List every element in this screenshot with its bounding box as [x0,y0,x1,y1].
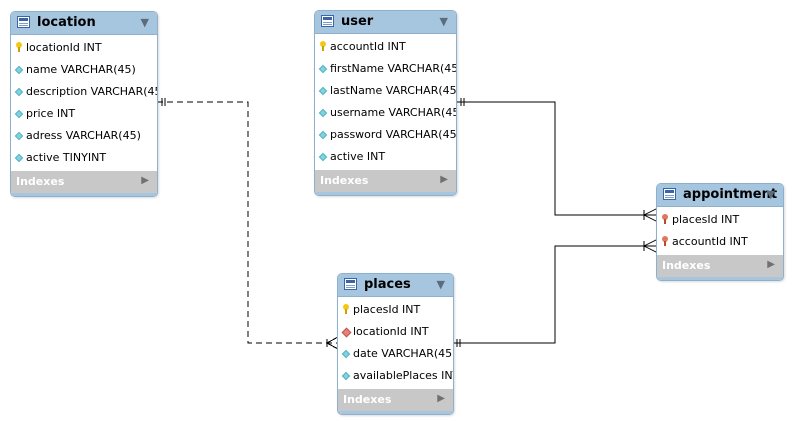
indexes-section[interactable]: Indexes ▶ [338,389,453,411]
expand-arrow-icon[interactable]: ▶ [440,174,448,185]
column-label: locationId INT [353,325,429,338]
table-header[interactable]: appointment ▼ [657,184,783,207]
expand-arrow-icon[interactable]: ▶ [437,393,445,404]
column-row[interactable]: active INT [315,146,456,168]
column-label: active TINYINT [26,151,107,164]
column-label: placesId INT [353,303,421,316]
column-row[interactable]: username VARCHAR(45) [315,102,456,124]
table-footer [11,193,157,196]
column-row[interactable]: description VARCHAR(45) [11,81,157,103]
relationship-user-appointment[interactable] [456,98,657,222]
column-row[interactable]: password VARCHAR(45) [315,124,456,146]
collapse-arrow-icon[interactable]: ▼ [766,188,775,201]
indexes-label: Indexes [662,259,711,272]
primary-key-icon [16,42,22,52]
column-label: description VARCHAR(45) [26,85,158,98]
table-name: user [341,14,374,29]
indexes-label: Indexes [343,393,392,406]
column-label: active INT [330,150,386,163]
column-label: locationId INT [26,41,102,54]
column-label: price INT [26,107,76,120]
column-label: accountId INT [330,40,406,53]
table-places[interactable]: places ▼ placesId INT locationId INT dat… [337,273,454,415]
indexes-label: Indexes [16,175,65,188]
relationship-location-places[interactable] [157,98,339,350]
relationship-places-appointment[interactable] [453,239,657,347]
table-user[interactable]: user ▼ accountId INT firstName VARCHAR(4… [314,10,457,196]
column-row[interactable]: active TINYINT [11,147,157,169]
table-icon [663,188,676,200]
primary-key-icon [343,304,349,314]
column-label: username VARCHAR(45) [330,106,457,119]
column-icon [318,152,328,162]
column-icon [318,130,328,140]
expand-arrow-icon[interactable]: ▶ [141,175,149,186]
foreign-key-column-icon [341,327,352,338]
column-icon [14,153,24,163]
collapse-arrow-icon[interactable]: ▼ [439,15,448,28]
table-appointment[interactable]: appointment ▼ placesId INT accountId INT… [656,183,784,281]
table-footer [657,277,783,280]
foreign-primary-key-icon [662,236,668,246]
column-row[interactable]: name VARCHAR(45) [11,59,157,81]
column-icon [318,108,328,118]
column-row[interactable]: lastName VARCHAR(45) [315,80,456,102]
column-row[interactable]: placesId INT [657,209,783,231]
column-icon [14,65,24,75]
column-icon [341,349,351,359]
indexes-label: Indexes [320,174,369,187]
column-row[interactable]: price INT [11,103,157,125]
column-label: date VARCHAR(45) [353,347,454,360]
table-name: location [37,15,96,30]
foreign-primary-key-icon [662,214,668,224]
table-footer [315,192,456,195]
column-row[interactable]: firstName VARCHAR(45) [315,58,456,80]
column-label: adress VARCHAR(45) [26,129,141,142]
table-footer [338,411,453,414]
column-row[interactable]: date VARCHAR(45) [338,343,453,365]
column-label: firstName VARCHAR(45) [330,62,457,75]
primary-key-icon [320,41,326,51]
column-icon [318,64,328,74]
table-icon [321,15,334,27]
table-location[interactable]: location ▼ locationId INT name VARCHAR(4… [10,11,158,197]
table-header[interactable]: user ▼ [315,11,456,34]
column-label: availablePlaces INT [353,369,454,382]
column-row[interactable]: availablePlaces INT [338,365,453,387]
table-icon [17,16,30,28]
column-row[interactable]: accountId INT [315,36,456,58]
column-row[interactable]: locationId INT [338,321,453,343]
table-header[interactable]: places ▼ [338,274,453,297]
table-header[interactable]: location ▼ [11,12,157,35]
column-icon [341,371,351,381]
collapse-arrow-icon[interactable]: ▼ [436,278,445,291]
table-name: places [364,277,411,292]
indexes-section[interactable]: Indexes ▶ [657,255,783,277]
column-row[interactable]: placesId INT [338,299,453,321]
indexes-section[interactable]: Indexes ▶ [11,171,157,193]
column-label: accountId INT [672,235,748,248]
expand-arrow-icon[interactable]: ▶ [767,259,775,270]
table-icon [344,278,357,290]
column-icon [14,87,24,97]
indexes-section[interactable]: Indexes ▶ [315,170,456,192]
column-label: name VARCHAR(45) [26,63,136,76]
collapse-arrow-icon[interactable]: ▼ [140,16,149,29]
column-icon [14,109,24,119]
column-row[interactable]: accountId INT [657,231,783,253]
column-row[interactable]: adress VARCHAR(45) [11,125,157,147]
column-label: lastName VARCHAR(45) [330,84,457,97]
column-row[interactable]: locationId INT [11,37,157,59]
column-icon [14,131,24,141]
table-name: appointment [683,187,778,202]
column-label: password VARCHAR(45) [330,128,457,141]
column-icon [318,86,328,96]
column-label: placesId INT [672,213,740,226]
